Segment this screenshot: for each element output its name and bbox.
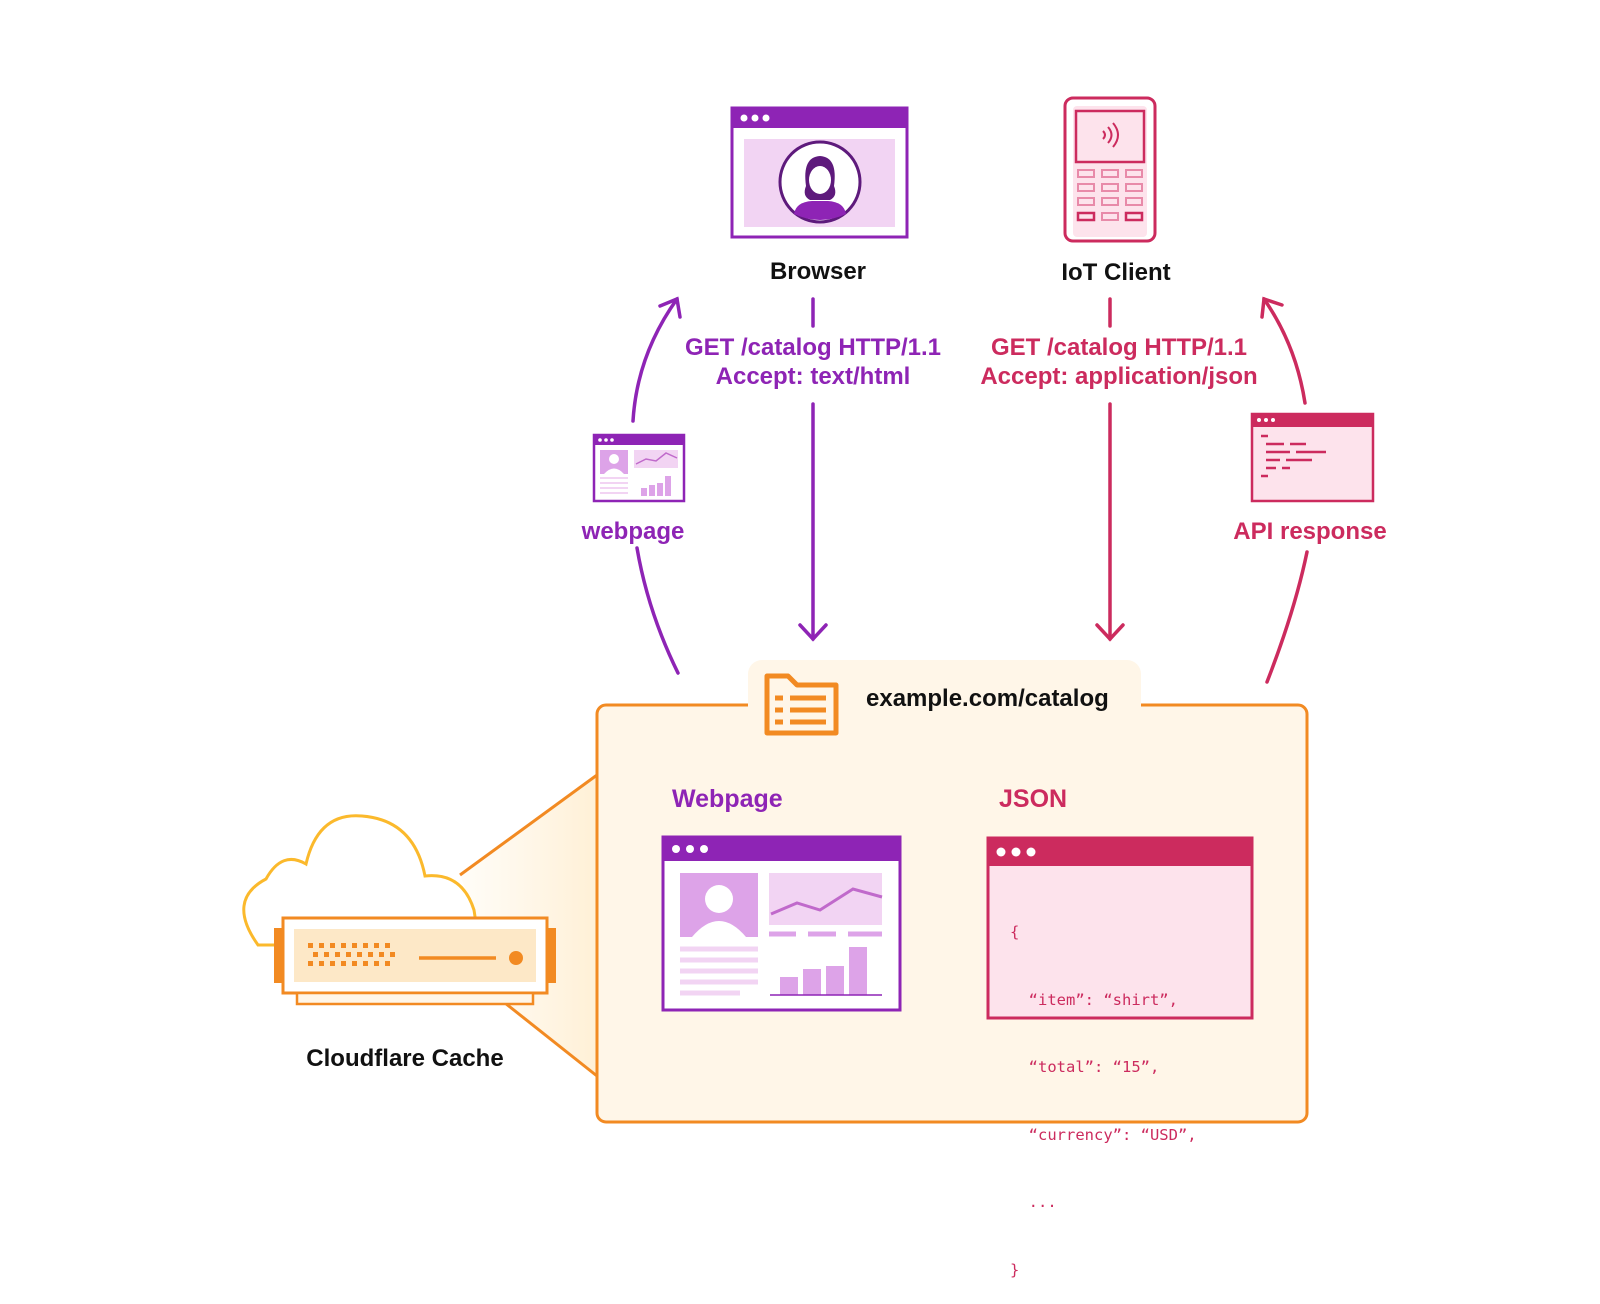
browser-accept-header: Accept: text/html xyxy=(715,363,911,390)
cloudflare-cache-label: Cloudflare Cache xyxy=(306,1045,504,1072)
resource-url: example.com/catalog xyxy=(866,685,1109,712)
webpage-thumbnail-icon xyxy=(592,433,686,503)
iot-accept-header: Accept: application/json xyxy=(980,363,1258,390)
json-variant-window xyxy=(986,836,1254,1020)
browser-request-label: GET /catalog HTTP/1.1 Accept: text/html xyxy=(685,333,941,391)
folder-list-icon xyxy=(764,673,839,736)
json-code-block: { “item”: “shirt”, “total”: “15”, “curre… xyxy=(1010,876,1197,1304)
browser-label: Browser xyxy=(769,258,867,285)
iot-client-label: IoT Client xyxy=(1061,259,1171,286)
browser-request-arrow xyxy=(798,297,828,642)
json-line: } xyxy=(1010,1260,1020,1279)
webpage-variant-title: Webpage xyxy=(672,785,783,813)
json-line: { xyxy=(1010,923,1020,941)
webpage-variant-window xyxy=(661,835,902,1012)
json-line: “currency”: “USD”, xyxy=(1010,1125,1197,1144)
webpage-response-arrow xyxy=(631,296,682,675)
json-line: ... xyxy=(1010,1193,1057,1211)
webpage-response-label: webpage xyxy=(581,518,685,545)
api-response-document-icon xyxy=(1250,412,1375,503)
cloud-server-icon xyxy=(242,814,556,1006)
browser-request-line: GET /catalog HTTP/1.1 xyxy=(684,334,942,361)
browser-window-user-icon xyxy=(730,106,909,239)
api-response-arrow xyxy=(1260,296,1309,684)
json-line: “total”: “15”, xyxy=(1010,1058,1160,1076)
json-variant-title: JSON xyxy=(999,785,1068,813)
iot-device-keypad-icon xyxy=(1063,96,1157,243)
iot-request-arrow xyxy=(1095,297,1125,642)
iot-request-line: GET /catalog HTTP/1.1 xyxy=(990,334,1248,361)
api-response-label: API response xyxy=(1233,518,1387,545)
json-line: “item”: “shirt”, xyxy=(1010,990,1178,1009)
iot-request-label: GET /catalog HTTP/1.1 Accept: applicatio… xyxy=(980,333,1257,391)
diagram-canvas xyxy=(242,96,1375,1124)
